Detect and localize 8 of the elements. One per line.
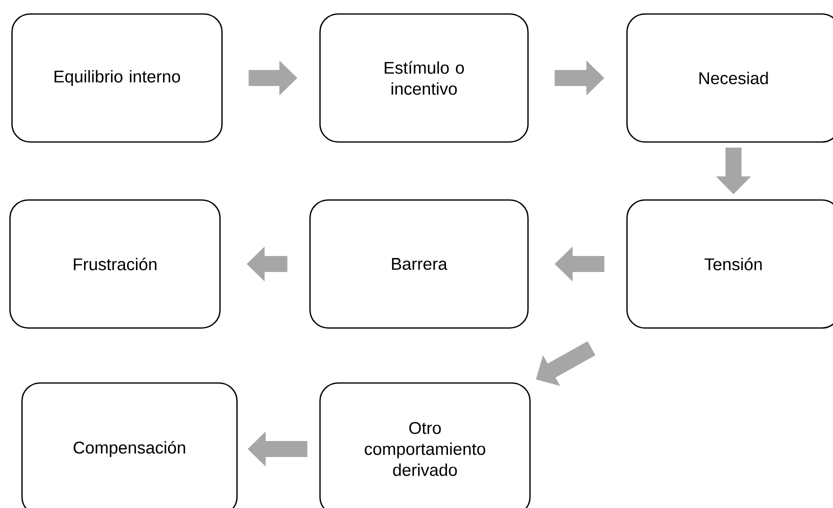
process-box: Tensión (626, 199, 833, 329)
process-box: Otro comportamiento derivado (319, 382, 531, 508)
process-box: Barrera (309, 199, 529, 329)
process-box: Compensación (21, 382, 238, 508)
process-box: Frustración (9, 199, 221, 329)
process-box: Necesiad (626, 13, 833, 143)
process-box: Equilibrio interno (11, 13, 223, 143)
process-box: Estímulo o incentivo (319, 13, 529, 143)
